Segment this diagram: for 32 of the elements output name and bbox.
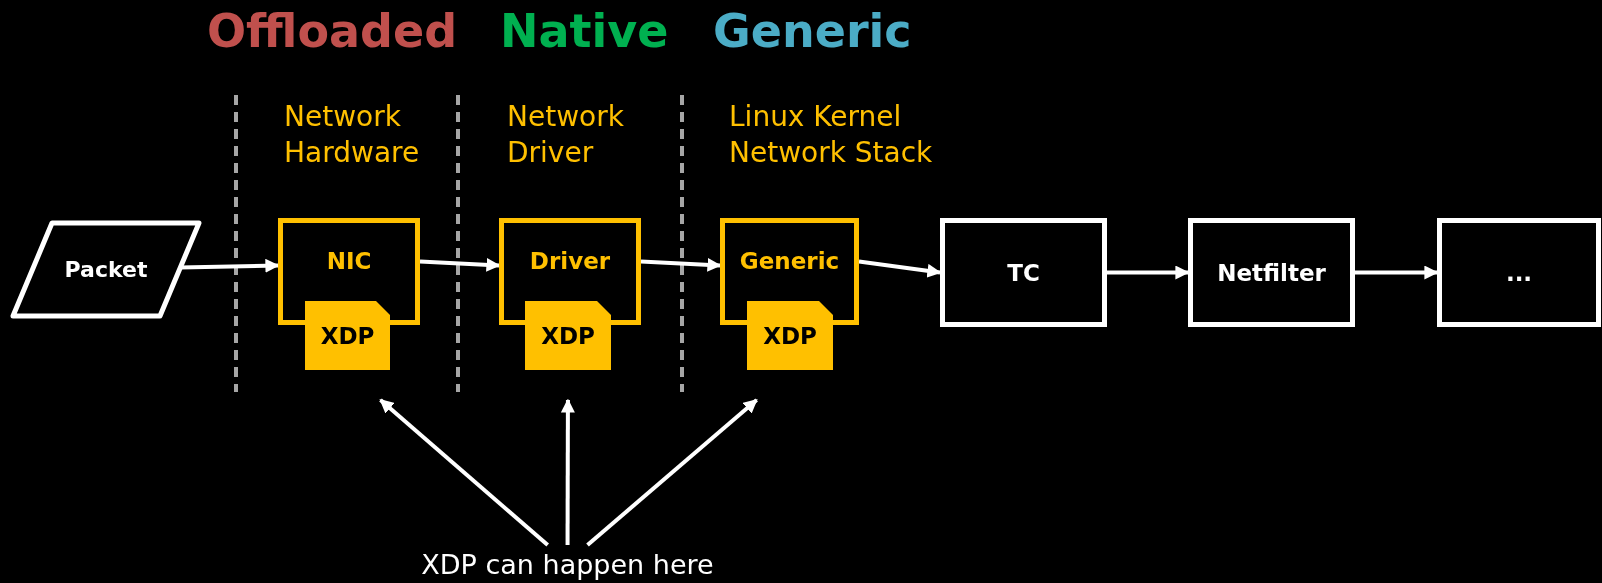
node-label: NIC (326, 247, 372, 274)
annotation-text: XDP can happen here (395, 545, 740, 583)
node-label: Netfilter (1217, 259, 1326, 286)
document-shape (747, 301, 833, 370)
layer-label: Network Hardware (284, 99, 421, 172)
node-label: XDP (320, 322, 375, 349)
arrow (858, 259, 942, 278)
node-label: Generic (739, 247, 840, 274)
process-box (1188, 218, 1355, 327)
arrow (379, 398, 549, 547)
column-heading: Offloaded (207, 3, 458, 60)
document-shape (305, 301, 390, 370)
layer-label: Linux Kernel Network Stack (729, 99, 934, 172)
node-label: TC (1007, 259, 1040, 286)
node-label: XDP (541, 322, 595, 349)
input-parallelogram (10, 220, 202, 319)
arrow (640, 257, 722, 272)
arrow (586, 398, 758, 547)
node-label: ... (1505, 259, 1533, 286)
document-shape (525, 301, 611, 370)
process-box (940, 218, 1107, 327)
arrow (1107, 265, 1190, 280)
column-heading: Generic (713, 3, 912, 60)
column-heading: Native (500, 3, 669, 60)
arrow (419, 257, 501, 272)
node-label: Packet (64, 257, 148, 282)
layer-label: Network Driver (507, 99, 625, 172)
node-label: XDP (763, 322, 817, 349)
process-box (1437, 218, 1601, 327)
arrow (1355, 265, 1439, 280)
arrow (560, 398, 575, 545)
node-label: Driver (529, 247, 611, 274)
